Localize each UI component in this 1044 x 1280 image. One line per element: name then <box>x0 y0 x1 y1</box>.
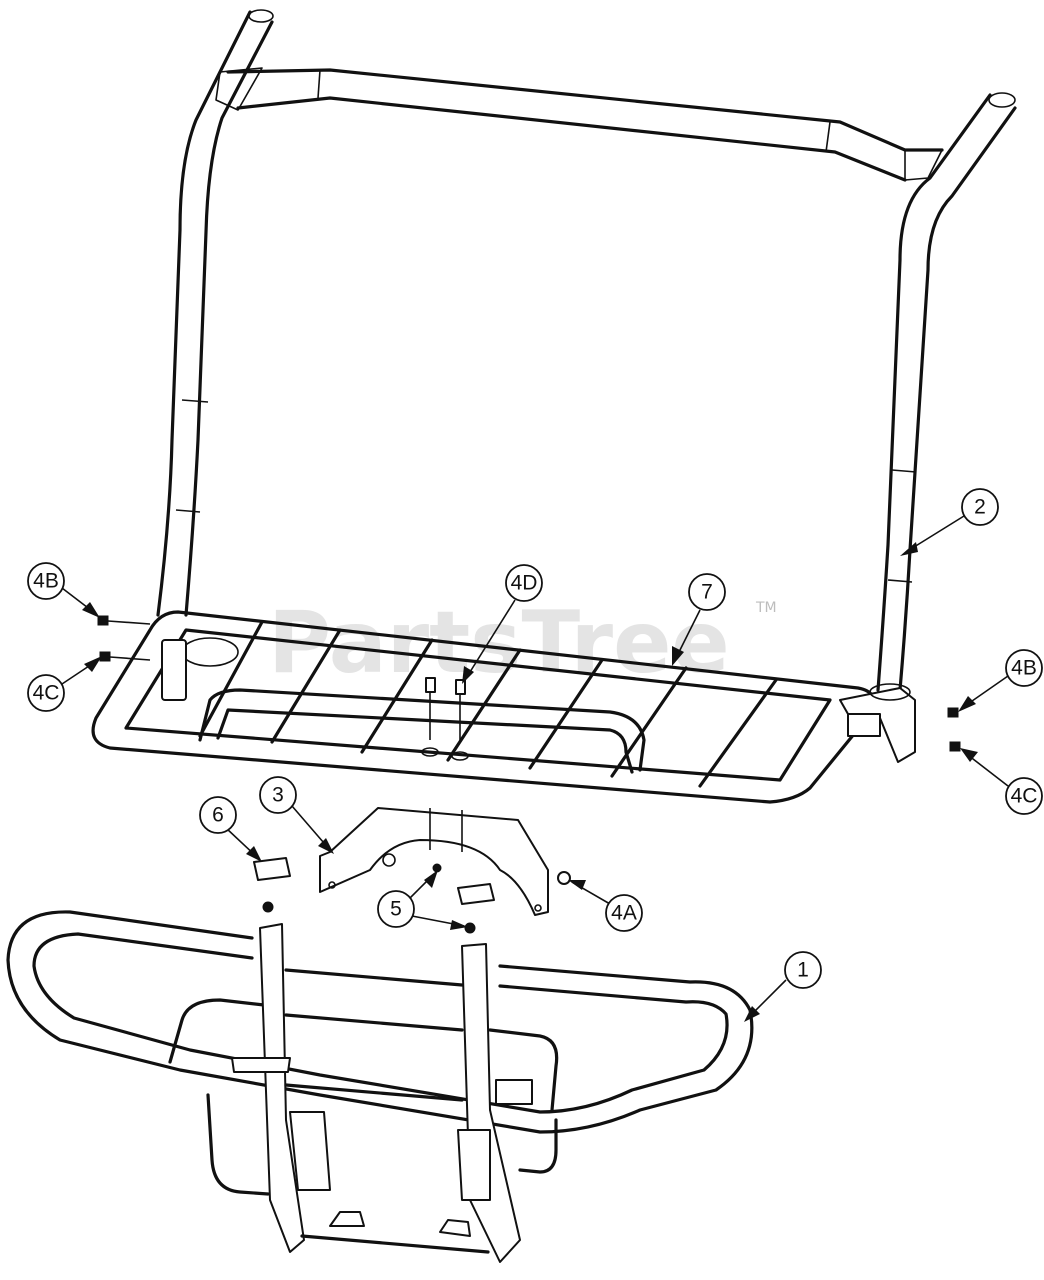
watermark-text: PartsTree <box>268 593 730 693</box>
callout-4C-left: 4C <box>27 656 102 712</box>
callout-2: 2 <box>900 488 999 556</box>
callout-4C-right: 4C <box>960 748 1043 815</box>
callout-label-2: 2 <box>974 496 986 519</box>
callout-label-4D: 4D <box>511 572 538 595</box>
watermark: PartsTree TM <box>268 593 777 693</box>
callout-1: 1 <box>744 951 822 1022</box>
mounting-bracket <box>319 807 549 916</box>
callout-7: 7 <box>672 573 726 666</box>
callout-4A: 4A <box>568 880 643 932</box>
callout-label-1: 1 <box>797 959 809 982</box>
callout-label-5: 5 <box>390 898 402 921</box>
callout-label-4B-right: 4B <box>1011 657 1037 680</box>
callout-label-7: 7 <box>701 581 713 604</box>
front-guard <box>6 910 754 1263</box>
callout-6: 6 <box>199 796 262 862</box>
callout-label-4B-left: 4B <box>33 570 59 593</box>
callout-label-4C-right: 4C <box>1011 785 1038 808</box>
callout-3: 3 <box>259 776 334 854</box>
callout-label-4C-left: 4C <box>33 682 60 705</box>
callout-5: 5 <box>377 870 468 930</box>
small-parts <box>253 857 571 934</box>
callout-4B-left: 4B <box>27 562 100 618</box>
upper-hoop-frame <box>156 9 1017 692</box>
callout-label-4A: 4A <box>611 902 637 925</box>
fasteners-upper <box>97 615 961 752</box>
callout-label-6: 6 <box>212 804 224 827</box>
callout-label-3: 3 <box>272 784 284 807</box>
watermark-tm: TM <box>755 600 777 616</box>
callout-4D: 4D <box>462 564 543 684</box>
callout-4B-right: 4B <box>958 649 1043 712</box>
